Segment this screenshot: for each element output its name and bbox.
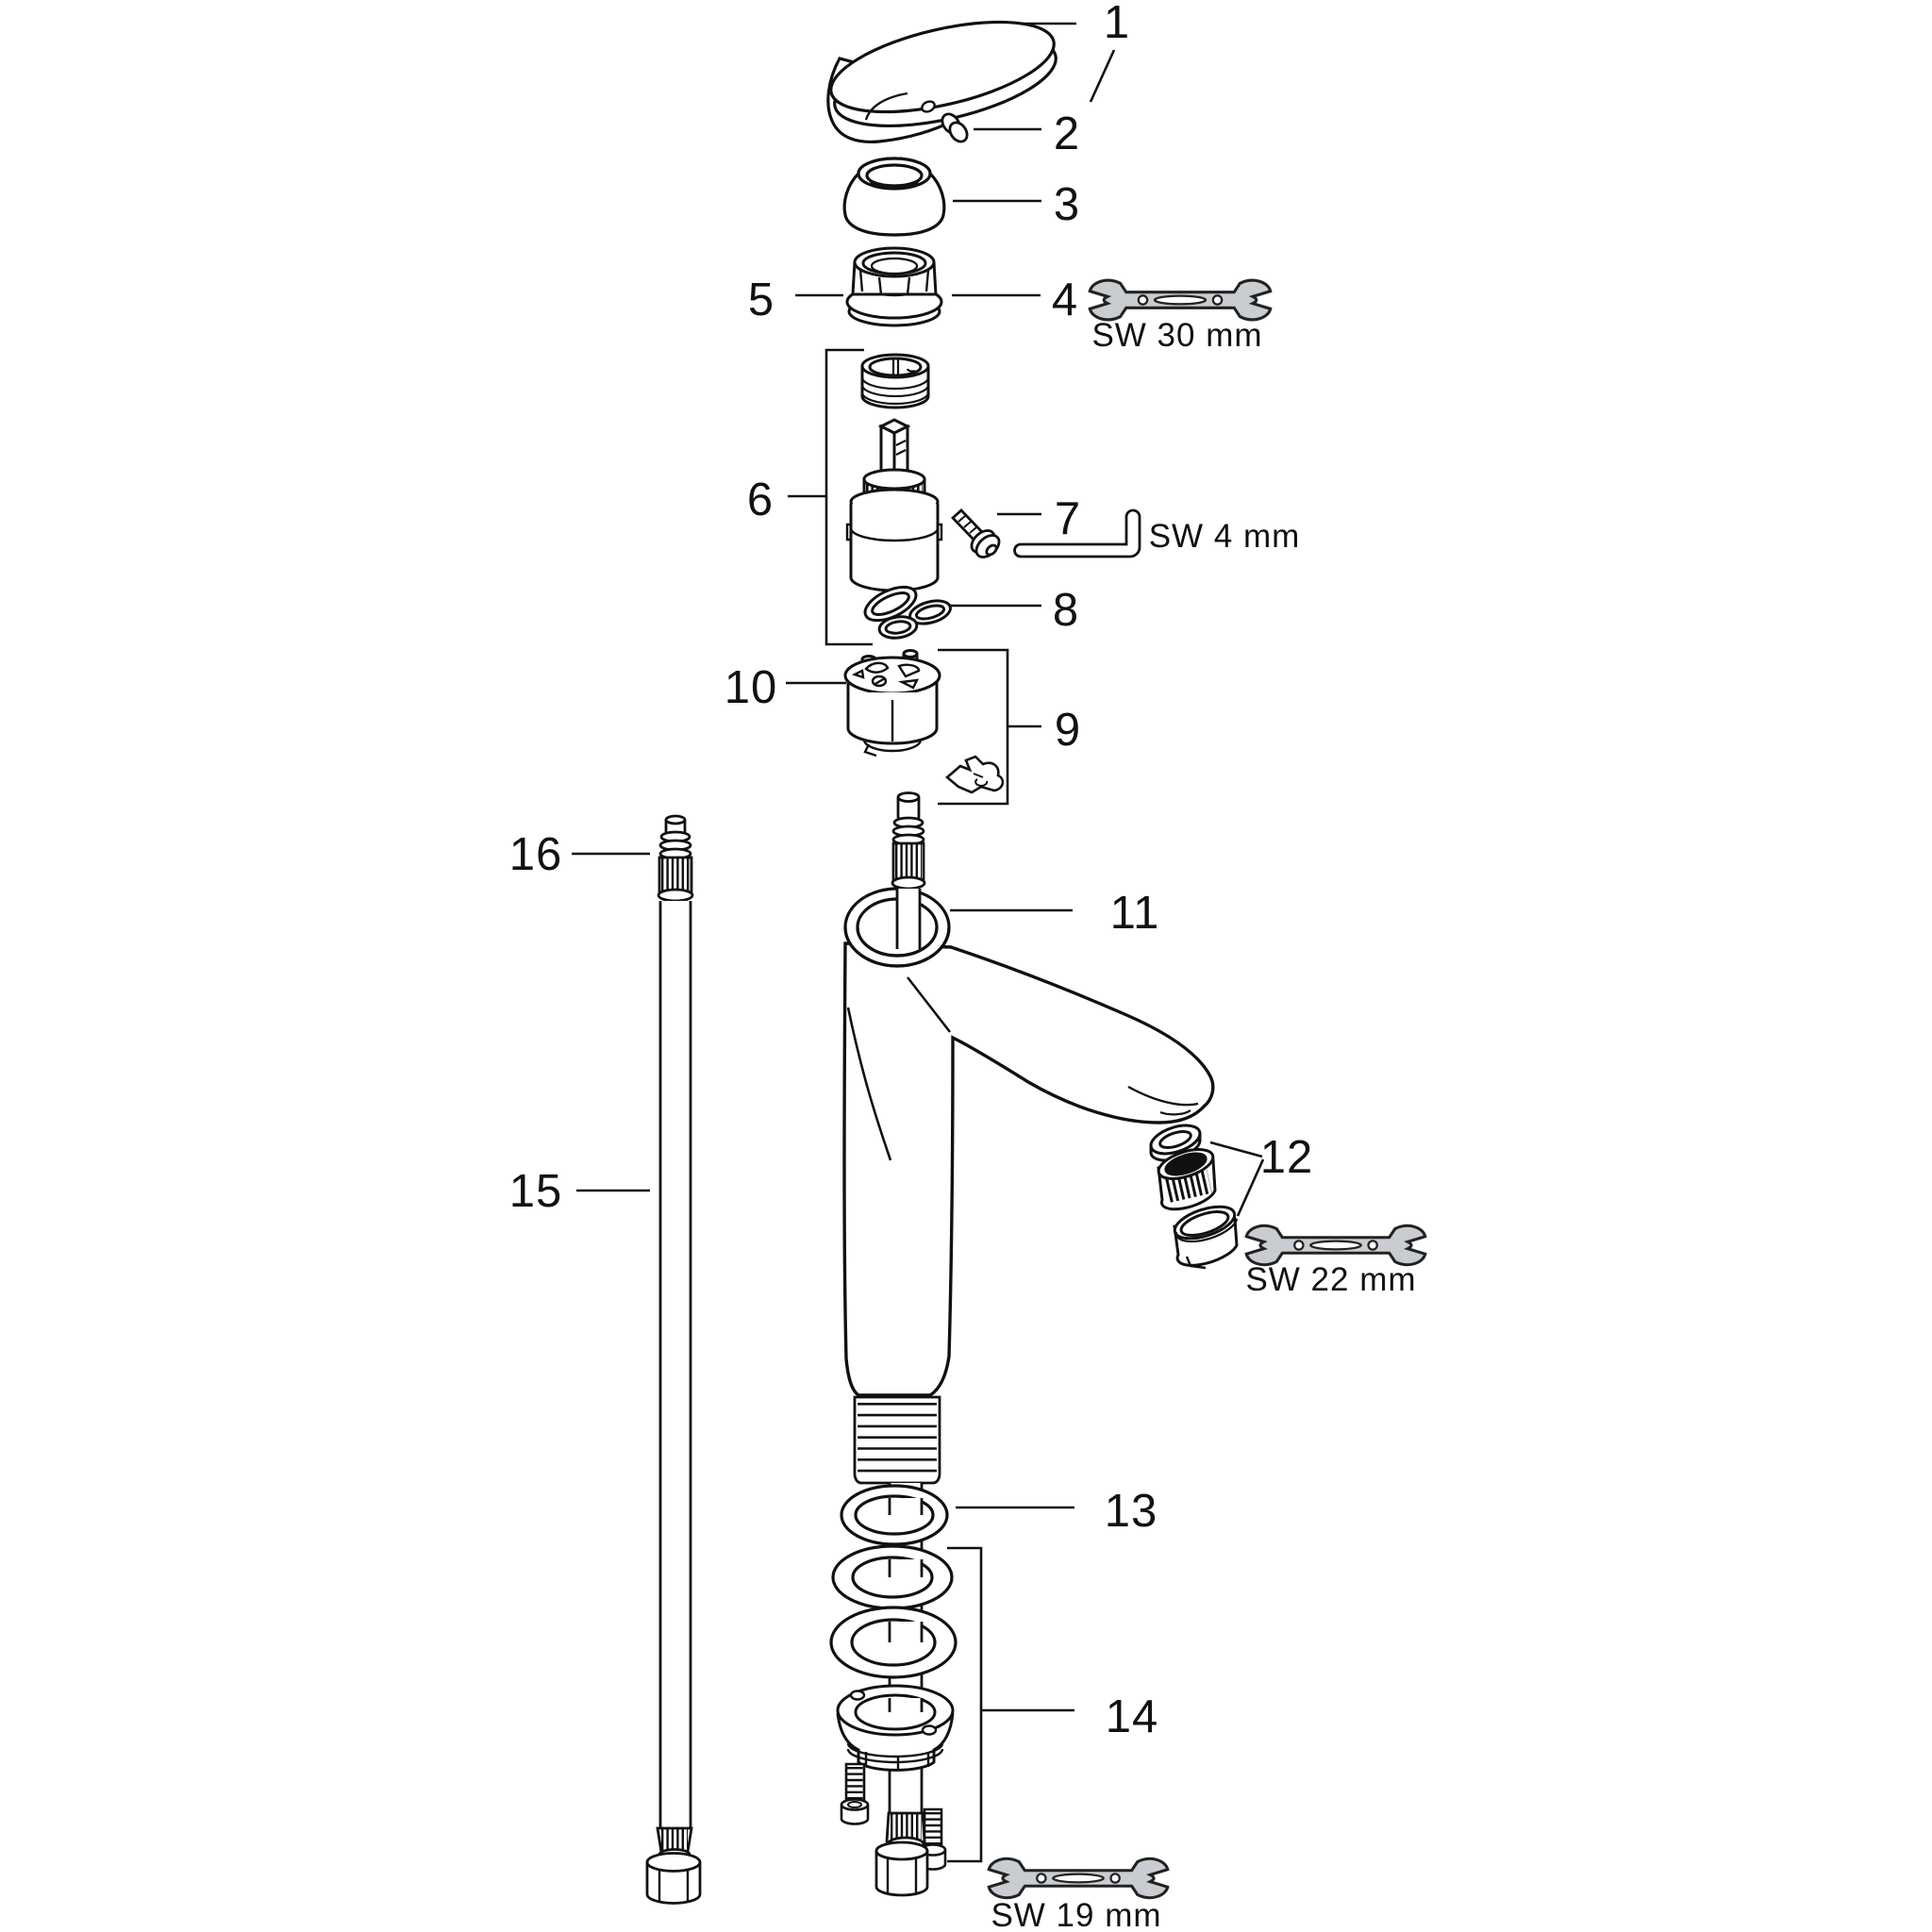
callout-8: 8 bbox=[1053, 585, 1079, 636]
cartridge-adapter bbox=[860, 353, 930, 409]
callout-13: 13 bbox=[1105, 1486, 1158, 1537]
tool-label-sw19: SW 19 mm bbox=[991, 1897, 1161, 1932]
callout-12: 12 bbox=[1260, 1132, 1314, 1183]
bracket-part-9 bbox=[938, 648, 1009, 806]
wrench-sw30-icon bbox=[1088, 278, 1273, 322]
allen-key-sw4-icon bbox=[1013, 508, 1141, 558]
handle-ring bbox=[842, 157, 946, 237]
deck-ring-front-rim bbox=[843, 926, 951, 968]
bracket-part-14 bbox=[947, 1546, 983, 1863]
tool-label-sw22: SW 22 mm bbox=[1245, 1261, 1416, 1298]
callout-11: 11 bbox=[1110, 888, 1160, 939]
cartridge-screw bbox=[950, 508, 1001, 558]
tool-label-sw4: SW 4 mm bbox=[1149, 518, 1301, 555]
callout-9: 9 bbox=[1055, 705, 1081, 756]
mounting-washer-upper bbox=[831, 1544, 954, 1610]
cartridge bbox=[845, 418, 943, 598]
faucet-body bbox=[842, 941, 1215, 1397]
wrench-sw19-icon bbox=[987, 1857, 1170, 1900]
mounting-stud-left bbox=[840, 1762, 870, 1825]
handle-screw bbox=[941, 112, 969, 143]
valve-clip bbox=[944, 755, 1005, 794]
callout-16: 16 bbox=[509, 829, 563, 880]
callout-14: 14 bbox=[1106, 1691, 1159, 1742]
mounting-washer-lower bbox=[829, 1606, 958, 1679]
leader-lines bbox=[572, 22, 1265, 1863]
callout-5: 5 bbox=[748, 275, 774, 325]
callout-3: 3 bbox=[1054, 179, 1080, 230]
supply-hose bbox=[645, 814, 702, 1905]
connection-pipe bbox=[891, 791, 926, 949]
callout-1: 1 bbox=[1104, 0, 1130, 48]
faucet-handle bbox=[826, 20, 1058, 144]
aerator-housing bbox=[1173, 1205, 1239, 1270]
aerator-insert bbox=[1157, 1148, 1217, 1211]
callout-7: 7 bbox=[1055, 493, 1081, 544]
tool-label-sw30: SW 30 mm bbox=[1091, 317, 1262, 354]
check-valve bbox=[843, 649, 941, 758]
callout-15: 15 bbox=[509, 1166, 563, 1217]
callout-6: 6 bbox=[747, 475, 774, 525]
cartridge-nut bbox=[845, 246, 943, 327]
callout-10: 10 bbox=[724, 662, 778, 713]
body-shank-end bbox=[874, 1811, 929, 1897]
bracket-part-6 bbox=[824, 348, 873, 646]
seal-set bbox=[863, 585, 952, 640]
callout-4: 4 bbox=[1052, 275, 1078, 325]
callout-2: 2 bbox=[1054, 108, 1080, 159]
o-ring bbox=[840, 1484, 949, 1546]
mounting-flange bbox=[836, 1684, 955, 1772]
wrench-sw22-icon bbox=[1244, 1224, 1427, 1267]
